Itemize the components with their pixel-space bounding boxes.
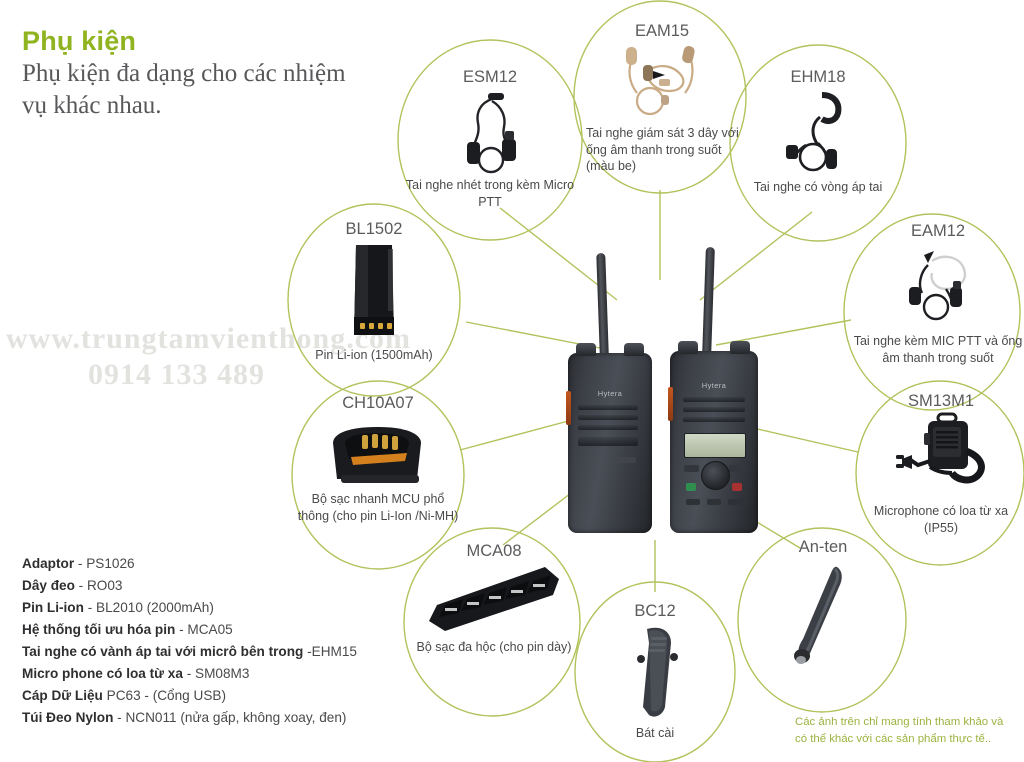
accessory-node-eam15[interactable]: EAM15 Tai nghe giám sát 3 dây với ống âm… xyxy=(578,22,746,175)
connector-eam12 xyxy=(715,319,852,346)
radio-brand-right: Hytera xyxy=(701,381,727,390)
bubble-mca08 xyxy=(403,527,581,717)
earpiece-ptt-icon xyxy=(467,93,516,174)
bubble-sm13m1 xyxy=(855,380,1024,566)
accessory-code: BL1502 xyxy=(345,220,403,238)
accessory-node-ehm18[interactable]: EHM18 Tai nghe có vòng áp tai xyxy=(730,68,906,196)
bubble-bc12 xyxy=(574,581,736,762)
battery-icon xyxy=(354,245,394,335)
accessory-desc: Bộ sạc nhanh MCU phổ thông (cho pin Li-I… xyxy=(297,492,459,523)
list-item-name: Adaptor xyxy=(22,556,75,571)
accessory-desc: Tai nghe kèm MIC PTT và ống âm thanh tro… xyxy=(853,334,1023,365)
radio-pair: Hytera Hytera xyxy=(556,243,772,533)
list-item-name: Pin Li-ion xyxy=(22,600,84,616)
antenna-icon xyxy=(794,566,842,664)
radio-front-view: Hytera xyxy=(668,246,764,533)
single-charger-icon xyxy=(333,427,421,483)
speaker-mic-icon xyxy=(896,412,985,484)
list-item: Tai nghe có vành áp tai với micrô bên tr… xyxy=(22,641,402,663)
accessory-node-bl1502[interactable]: BL1502 Pin Li-ion (1500mAh) xyxy=(292,220,456,364)
accessory-node-anten[interactable]: An-ten xyxy=(748,538,898,673)
accessory-desc: Microphone có loa từ xa (IP55) xyxy=(873,504,1009,535)
list-item-name: Micro phone có loa từ xa xyxy=(22,666,183,682)
accessory-desc: Pin Li-ion (1500mAh) xyxy=(315,348,433,362)
accessory-desc: Tai nghe giám sát 3 dây với ống âm thanh… xyxy=(586,126,739,174)
list-item-name: Tai nghe có vành áp tai với micrô bên tr… xyxy=(22,644,304,660)
accessory-code: ESM12 xyxy=(462,68,518,86)
accessory-node-eam12[interactable]: EAM12 Tai nghe kèm MIC PTT và ống âm tha… xyxy=(852,222,1024,366)
bubble-eam12 xyxy=(843,213,1021,411)
accessory-desc: Tai nghe nhét trong kèm Micro PTT xyxy=(405,178,575,209)
list-item: Dây đeo - RO03 xyxy=(22,575,402,597)
accessory-node-esm12[interactable]: ESM12 Tai nghe nhét trong kèm Micro PTT xyxy=(400,68,580,210)
connector-ch10a07 xyxy=(459,419,573,451)
accessory-code: EAM12 xyxy=(910,222,966,240)
ear-hook-headset-icon xyxy=(786,92,842,172)
list-item-name: Dây đeo xyxy=(22,578,75,594)
multi-charger-icon xyxy=(429,567,559,631)
bubble-ehm18 xyxy=(729,44,907,242)
list-item-name: Cáp Dữ Liệu xyxy=(22,688,103,704)
list-item: Micro phone có loa từ xa - SM08M3 xyxy=(22,663,402,685)
bubble-eam15 xyxy=(573,0,747,194)
accessory-desc: Bát cài xyxy=(635,726,675,740)
accessory-node-ch10a07[interactable]: CH10A07 Bộ sạc nhanh MCU phổ thông (cho … xyxy=(296,394,460,524)
list-item: Hệ thống tối ưu hóa pin - MCA05 xyxy=(22,619,402,641)
list-item-name: Túi Đeo Nylon xyxy=(22,710,114,726)
disclaimer-note: Các ảnh trên chỉ mang tính tham khảo và … xyxy=(795,714,1020,747)
accessory-code: An-ten xyxy=(798,538,848,556)
list-item: Adaptor - PS1026 xyxy=(22,553,402,575)
connector-mca08 xyxy=(502,489,576,546)
page-title: Phụ kiện xyxy=(22,26,137,56)
list-item: Túi Đeo Nylon - NCN011 (nửa gấp, không x… xyxy=(22,707,402,729)
accessory-desc: Tai nghe có vòng áp tai xyxy=(753,180,883,194)
list-item-value: - RO03 xyxy=(78,578,123,594)
bubble-esm12 xyxy=(397,39,583,241)
bubble-anten xyxy=(737,527,907,713)
bubble-bl1502 xyxy=(287,203,461,397)
list-item-value: - PS1026 xyxy=(77,556,135,571)
accessory-code: EAM15 xyxy=(634,22,690,40)
radio-back-view: Hytera xyxy=(564,247,656,533)
accessory-node-sm13m1[interactable]: SM13M1 Microphone có loa từ xa (IP55) xyxy=(858,392,1024,536)
accessory-code: EHM18 xyxy=(790,68,846,86)
accessory-code: MCA08 xyxy=(466,542,522,560)
acoustic-tube-headset-icon xyxy=(909,251,967,321)
disclaimer-line-2: có thể khác với các sản phẩm thực tế.. xyxy=(795,732,992,745)
list-item-value: - MCA05 xyxy=(179,622,233,638)
accessory-code: CH10A07 xyxy=(342,394,414,412)
radio-brand-left: Hytera xyxy=(597,389,623,398)
list-item-value: - NCN011 (nửa gấp, không xoay, đen) xyxy=(117,710,347,726)
disclaimer-line-1: Các ảnh trên chỉ mang tính tham khảo và xyxy=(795,716,1004,728)
list-item-value: PC63 - (Cổng USB) xyxy=(106,688,226,704)
accessory-node-bc12[interactable]: BC12 Bát cài xyxy=(580,602,730,742)
connector-ehm18 xyxy=(699,211,813,301)
bubble-ch10a07 xyxy=(291,380,465,570)
accessory-code: SM13M1 xyxy=(907,392,975,410)
surveillance-kit-beige-icon xyxy=(626,46,695,116)
accessory-desc: Bộ sạc đa hộc (cho pin dày) xyxy=(416,640,572,654)
accessory-text-list: Adaptor - PS1026 Dây đeo - RO03 Pin Li-i… xyxy=(22,553,402,729)
list-item: Cáp Dữ Liệu PC63 - (Cổng USB) xyxy=(22,685,402,707)
page-subtitle: Phụ kiện đa dạng cho các nhiệm vụ khác n… xyxy=(22,60,346,119)
list-item-value: - SM08M3 xyxy=(186,666,250,682)
list-item-value: - BL2010 (2000mAh) xyxy=(87,600,214,616)
belt-clip-icon xyxy=(637,627,678,717)
list-item-name: Hệ thống tối ưu hóa pin xyxy=(22,622,176,638)
accessory-code: BC12 xyxy=(634,602,676,620)
list-item-value: -EHM15 xyxy=(307,644,357,660)
accessory-node-mca08[interactable]: MCA08 Bộ sạc đa hộc (cho pin dày) xyxy=(410,542,578,656)
list-item: Pin Li-ion - BL2010 (2000mAh) xyxy=(22,597,402,619)
